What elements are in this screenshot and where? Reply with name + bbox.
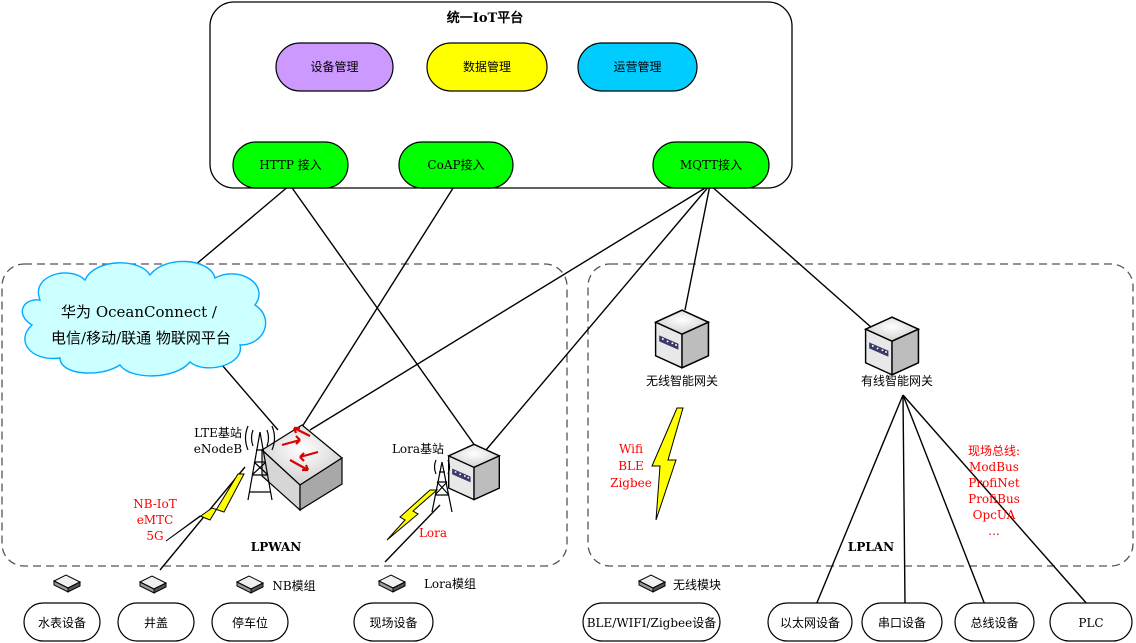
lora-base-station: Lora基站 (392, 442, 500, 513)
fieldbus-label: ... (988, 524, 999, 538)
tower-icon (431, 459, 453, 513)
module-icon (378, 574, 406, 593)
fieldbus-label: OpcUA (973, 508, 1016, 522)
connection-lines (159, 184, 1089, 606)
module-label: 数据管理 (463, 59, 511, 74)
cloud-icon: 华为 OceanConnect / 电信/移动/联通 物联网平台 (21, 260, 267, 377)
wireless-gateway: 无线智能网关 (646, 309, 718, 388)
nb-module-label: NB模组 (272, 579, 315, 593)
gateway-icon (654, 309, 710, 369)
device-field-device: 现场设备 (353, 602, 434, 642)
wireless-gateway-label: 无线智能网关 (646, 373, 718, 388)
device-label: 以太网设备 (780, 615, 840, 630)
lightning-icon-nb (165, 473, 245, 542)
device-label: BLE/WIFI/Zigbee设备 (587, 616, 717, 630)
device-label: 现场设备 (369, 616, 417, 630)
device-label: PLC (1078, 616, 1103, 630)
lplan-label: LPLAN (848, 540, 894, 554)
wired-gateway: 有线智能网关 (861, 316, 933, 388)
wireless-tech-label: Zigbee (610, 476, 652, 490)
fieldbus-label: ProfiBus (968, 492, 1020, 506)
device-label: 串口设备 (878, 616, 926, 630)
access-coap: CoAP接入 (398, 141, 514, 189)
device-ble-wifi-zigbee: BLE/WIFI/Zigbee设备 (582, 602, 721, 642)
lora-module-label: Lora模组 (424, 577, 476, 591)
tower-icon (244, 425, 276, 501)
lte-station-label: LTE基站 (194, 426, 242, 440)
module-device-mgmt: 设备管理 (275, 42, 394, 92)
fieldbus-label: ModBus (969, 460, 1019, 474)
access-label: CoAP接入 (427, 157, 484, 172)
nb-tech-label: 5G (146, 529, 163, 543)
device-parking-spot: 停车位 (211, 602, 289, 642)
device-plc: PLC (1049, 602, 1133, 642)
module-icon (236, 575, 264, 594)
device-serial: 串口设备 (861, 602, 943, 642)
access-label: HTTP 接入 (259, 157, 322, 172)
lte-base-station: LTE基站 eNodeB (194, 424, 344, 512)
wired-gateway-label: 有线智能网关 (861, 373, 933, 388)
lte-station-sublabel: eNodeB (194, 442, 243, 456)
module-icon (638, 574, 666, 593)
wireless-tech-label: BLE (618, 459, 644, 473)
lora-station-label: Lora基站 (392, 442, 444, 456)
fieldbus-label: ProfiNet (968, 476, 1020, 490)
module-icon (139, 575, 167, 594)
device-ethernet: 以太网设备 (767, 602, 853, 642)
lora-tech-label: Lora (419, 526, 447, 540)
lpwan-region (1, 263, 568, 567)
nb-tech-label: eMTC (137, 513, 174, 527)
module-label: 设备管理 (310, 59, 358, 74)
nb-tech-label: NB-IoT (133, 497, 177, 511)
gateway-icon (864, 316, 920, 376)
lightning-icon-lora (386, 489, 439, 541)
access-http: HTTP 接入 (232, 141, 349, 189)
module-ops-mgmt: 运营管理 (577, 42, 698, 92)
device-label: 井盖 (144, 616, 168, 630)
module-data-mgmt: 数据管理 (426, 42, 548, 92)
lora-gateway-icon (448, 443, 500, 501)
device-manhole-cover: 井盖 (117, 602, 195, 642)
cloud-title-line1: 华为 OceanConnect / (61, 303, 218, 321)
lightning-icon-wireless (651, 407, 684, 521)
device-label: 水表设备 (38, 616, 86, 630)
device-label: 停车位 (232, 615, 268, 630)
device-fieldbus: 总线设备 (954, 602, 1035, 642)
module-label: 运营管理 (613, 59, 661, 74)
device-water-meter: 水表设备 (23, 602, 101, 642)
wireless-tech-label: Wifi (619, 442, 643, 456)
platform-title: 统一IoT平台 (447, 10, 523, 26)
module-icon (53, 574, 81, 593)
access-label: MQTT接入 (680, 157, 742, 172)
lpwan-label: LPWAN (251, 540, 301, 554)
access-mqtt: MQTT接入 (652, 141, 770, 189)
device-label: 总线设备 (970, 616, 1018, 630)
router-icon (261, 424, 344, 512)
lplan-region (587, 263, 1134, 567)
wireless-module-label: 无线模块 (673, 578, 721, 592)
fieldbus-label: 现场总线: (968, 444, 1020, 458)
cloud-title-line2: 电信/移动/联通 物联网平台 (51, 329, 231, 347)
